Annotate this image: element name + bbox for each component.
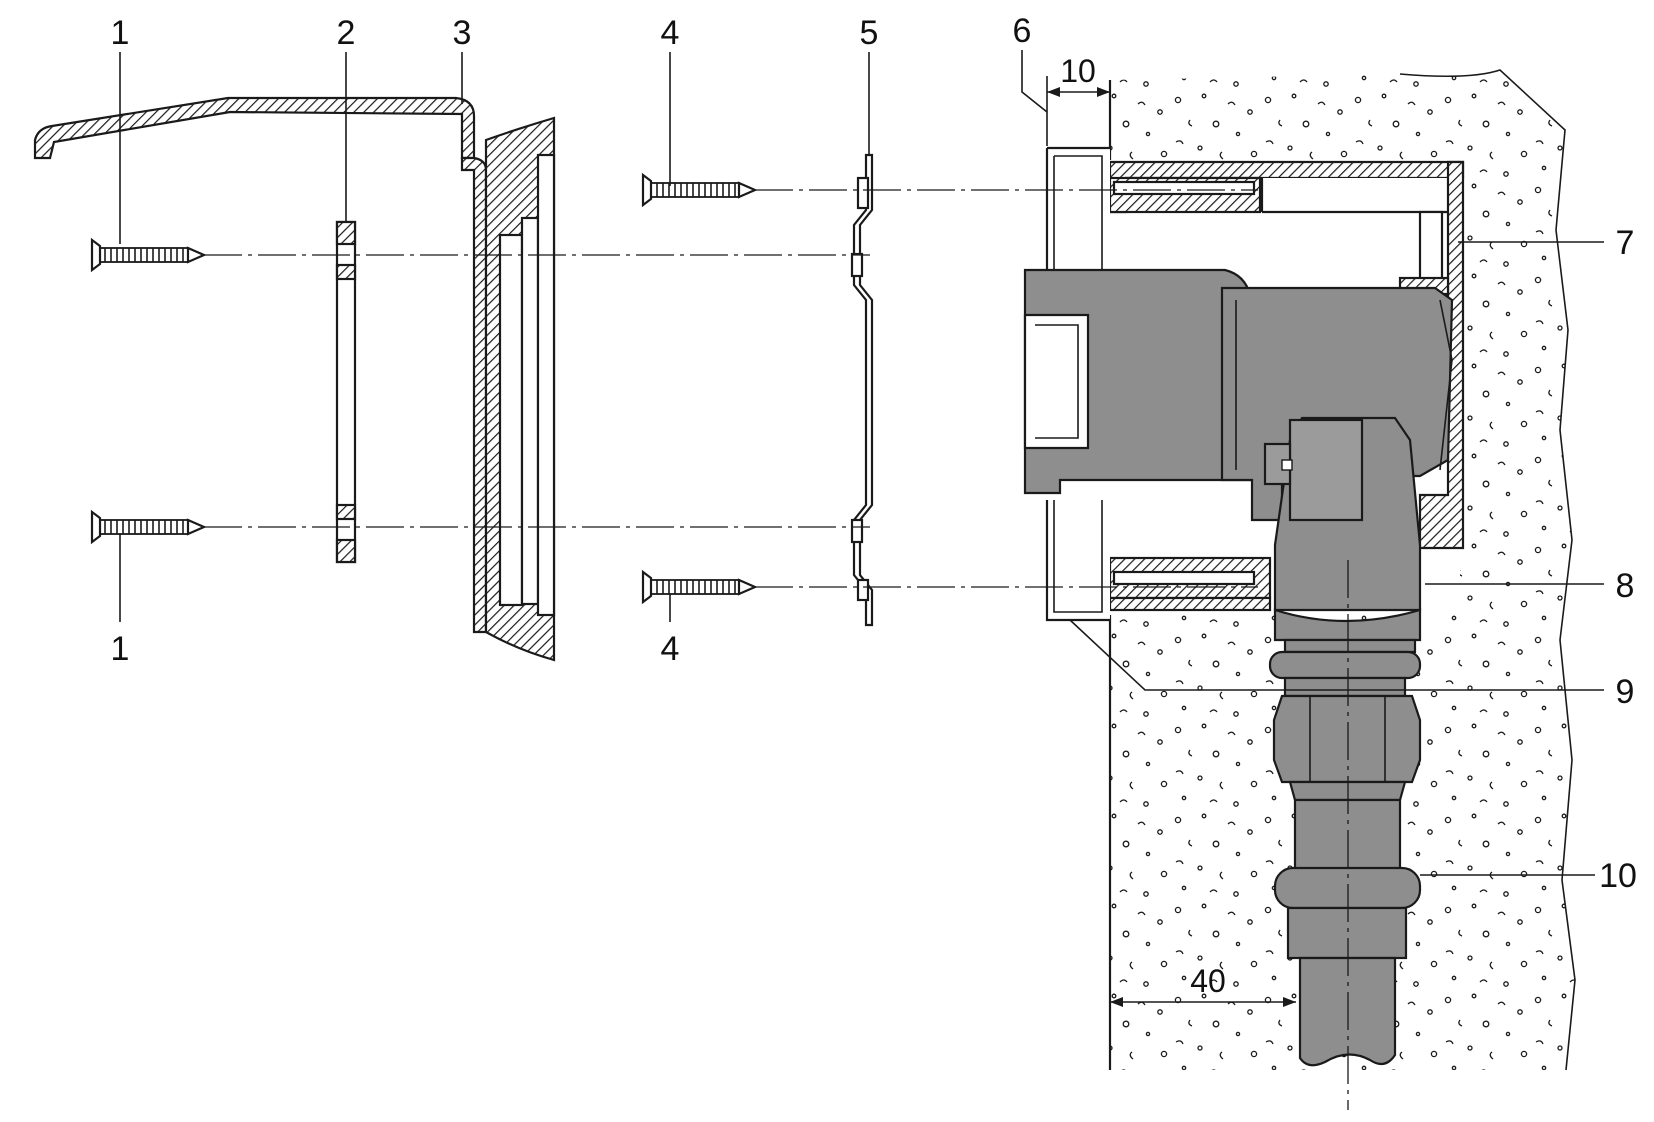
mounting-plate bbox=[850, 153, 874, 627]
callout-4-top: 4 bbox=[661, 14, 680, 52]
callout-2: 2 bbox=[337, 14, 356, 52]
screw-hole-bottom bbox=[1112, 570, 1256, 586]
dimension-40-label: 40 bbox=[1190, 963, 1226, 999]
connector-plug bbox=[1023, 268, 1454, 1067]
callout-5: 5 bbox=[860, 14, 879, 52]
plug-latch-key bbox=[1288, 418, 1364, 522]
axis-lines bbox=[204, 189, 1258, 588]
callout-1-bottom: 1 bbox=[111, 630, 130, 668]
screw-1-bottom bbox=[90, 509, 207, 545]
box-inner-slot bbox=[1418, 210, 1444, 288]
dimension-10-label: 10 bbox=[1060, 53, 1096, 89]
leader-lines bbox=[119, 50, 1604, 876]
callout-8: 8 bbox=[1616, 567, 1635, 605]
cover-lid bbox=[33, 96, 476, 160]
dimension-10: 10 bbox=[1046, 53, 1110, 146]
ring-slot bbox=[498, 233, 524, 607]
plug-seal-ring bbox=[1268, 650, 1422, 680]
screw-4-bottom bbox=[641, 569, 758, 605]
spacer-ring bbox=[335, 220, 357, 564]
screw-1-top bbox=[90, 237, 207, 273]
leader-6 bbox=[1021, 50, 1048, 113]
plug-front-recess bbox=[1023, 313, 1090, 450]
hex-nut bbox=[1272, 694, 1422, 784]
callout-10: 10 bbox=[1599, 857, 1637, 895]
callout-1-top: 1 bbox=[111, 14, 130, 52]
frame-ring bbox=[484, 116, 556, 662]
callout-3: 3 bbox=[453, 14, 472, 52]
callout-labels: 1 1 2 3 4 4 5 6 7 8 9 10 bbox=[111, 12, 1637, 895]
cover-rim bbox=[460, 156, 488, 634]
dimension-40: 40 bbox=[1110, 963, 1296, 1007]
cover-plate bbox=[33, 96, 488, 634]
wall-broken-edge bbox=[1399, 69, 1576, 1071]
callout-7: 7 bbox=[1616, 224, 1635, 262]
callout-9: 9 bbox=[1616, 673, 1635, 711]
callout-6: 6 bbox=[1013, 12, 1032, 50]
ring-groove bbox=[536, 153, 556, 617]
screw-hole-top bbox=[1112, 180, 1256, 196]
screw-4-top bbox=[641, 172, 758, 208]
leader-9 bbox=[1069, 619, 1604, 691]
callout-4-bottom: 4 bbox=[661, 630, 680, 668]
